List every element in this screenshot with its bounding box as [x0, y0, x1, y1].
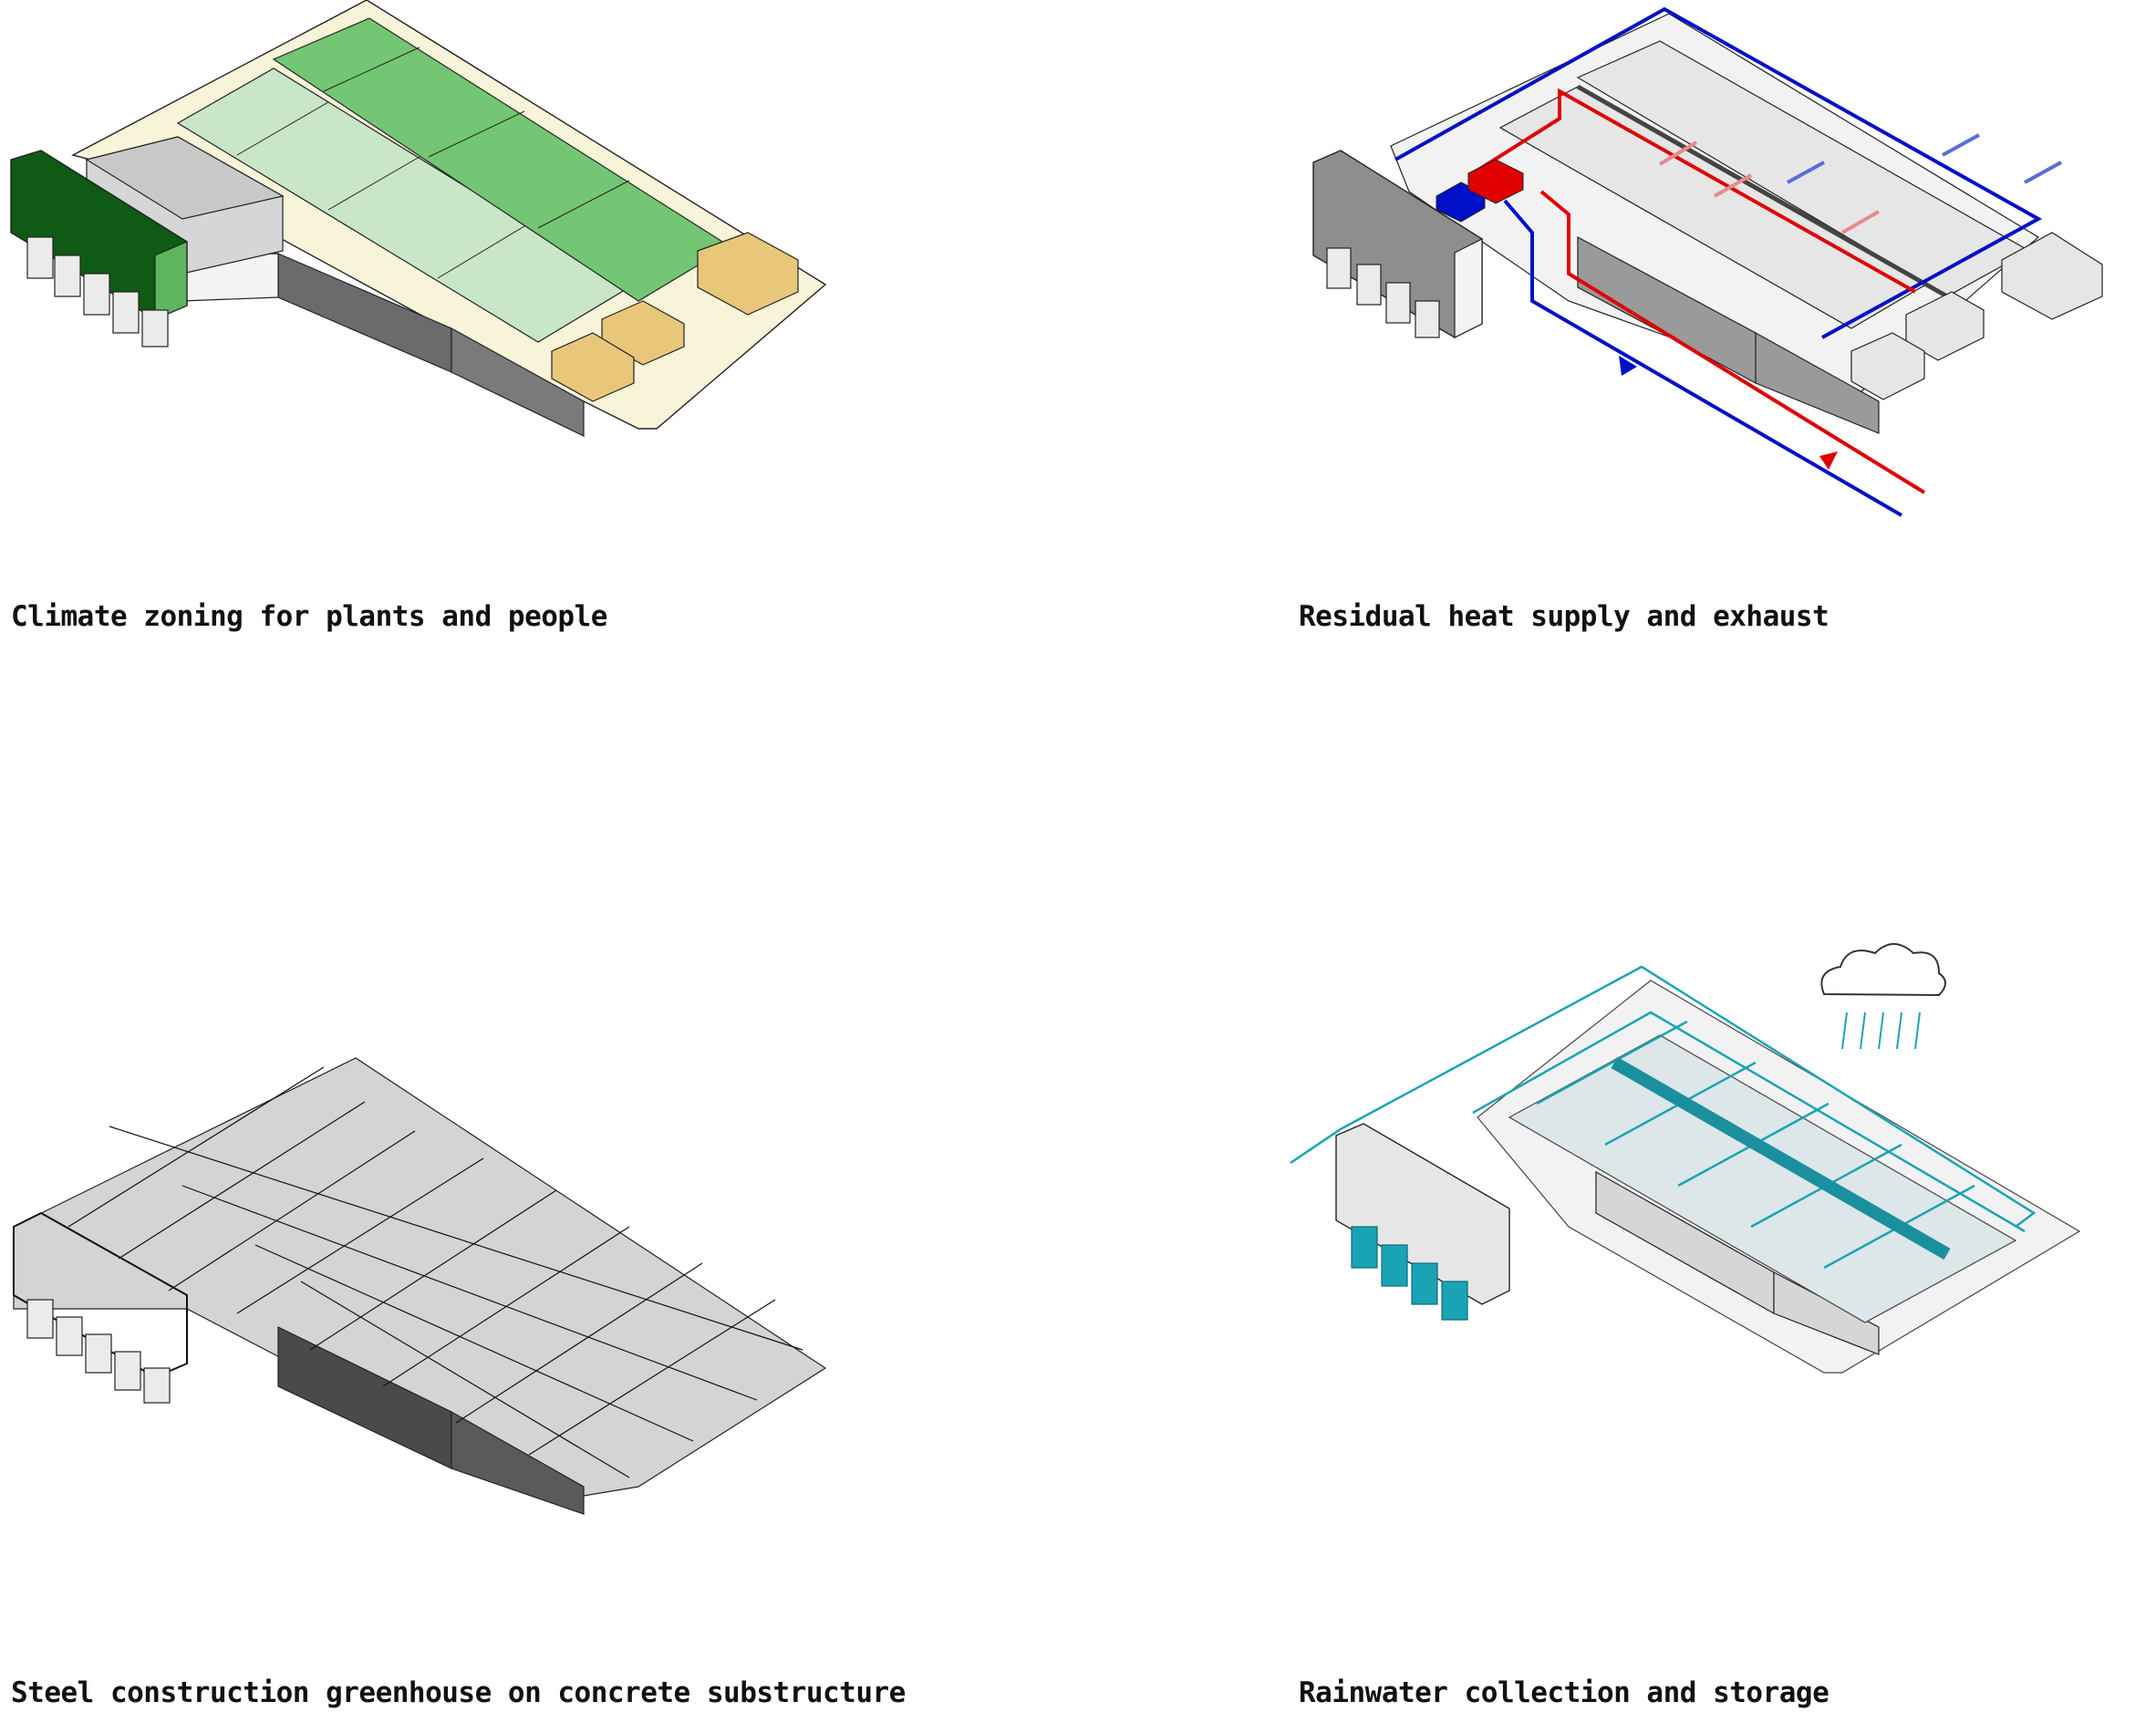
caption-steel-construction: Steel construction greenhouse on concret… — [11, 1676, 906, 1709]
central-corridor — [1576, 84, 1949, 299]
support-columns — [1326, 247, 1440, 338]
heat-exchanger — [1467, 159, 1524, 204]
steel-construction-diagram — [0, 1040, 848, 1551]
climate-zoning-axonometric — [10, 0, 827, 437]
climate-zoning-diagram — [0, 0, 848, 511]
rain-drops-icon — [1841, 1011, 1921, 1050]
rainwater-diagram — [1277, 912, 2125, 1459]
rainwater-axonometric — [1290, 943, 2081, 1374]
caption-residual-heat: Residual heat supply and exhaust — [1299, 600, 1829, 633]
residual-heat-axonometric — [1312, 6, 2103, 517]
central-collector — [1611, 1056, 1951, 1260]
ochre-box-1 — [697, 232, 799, 316]
caption-rainwater: Rainwater collection and storage — [1299, 1676, 1829, 1709]
service-box-1 — [2001, 232, 2103, 320]
service-box-3 — [1850, 332, 1925, 400]
caption-climate-zoning: Climate zoning for plants and people — [11, 600, 607, 633]
residual-heat-diagram — [1277, 0, 2125, 547]
ochre-box-3 — [551, 332, 635, 402]
steel-frame — [67, 1066, 803, 1478]
front-block — [1335, 1123, 1510, 1305]
support-columns — [26, 236, 169, 348]
support-columns — [26, 1299, 171, 1404]
rain-cloud-icon — [1820, 943, 1946, 997]
exhaust-line — [1503, 199, 1903, 517]
storage-columns — [1351, 1226, 1468, 1321]
exhaust-arrow — [1619, 356, 1637, 376]
steel-construction-axonometric — [13, 1057, 827, 1515]
rain-gutters — [1290, 965, 2037, 1270]
substructure-wall-2 — [451, 327, 585, 437]
exhaust-circuit — [1394, 6, 2043, 339]
heat-arrow — [1819, 451, 1838, 470]
heat-circuit — [1471, 88, 1916, 294]
front-frame — [13, 1211, 188, 1379]
existing-hall-roof — [85, 136, 285, 220]
heat-supply-line — [1539, 190, 1926, 494]
